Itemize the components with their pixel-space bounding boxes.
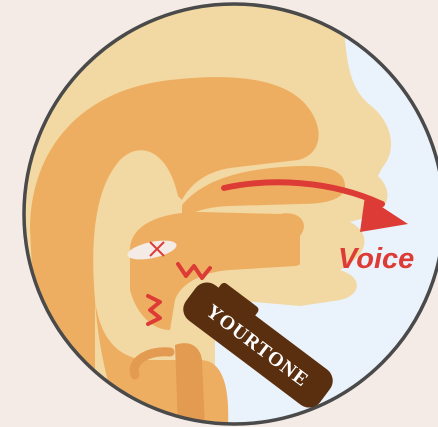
voice-label: Voice (338, 243, 414, 275)
windpipe (175, 343, 205, 427)
